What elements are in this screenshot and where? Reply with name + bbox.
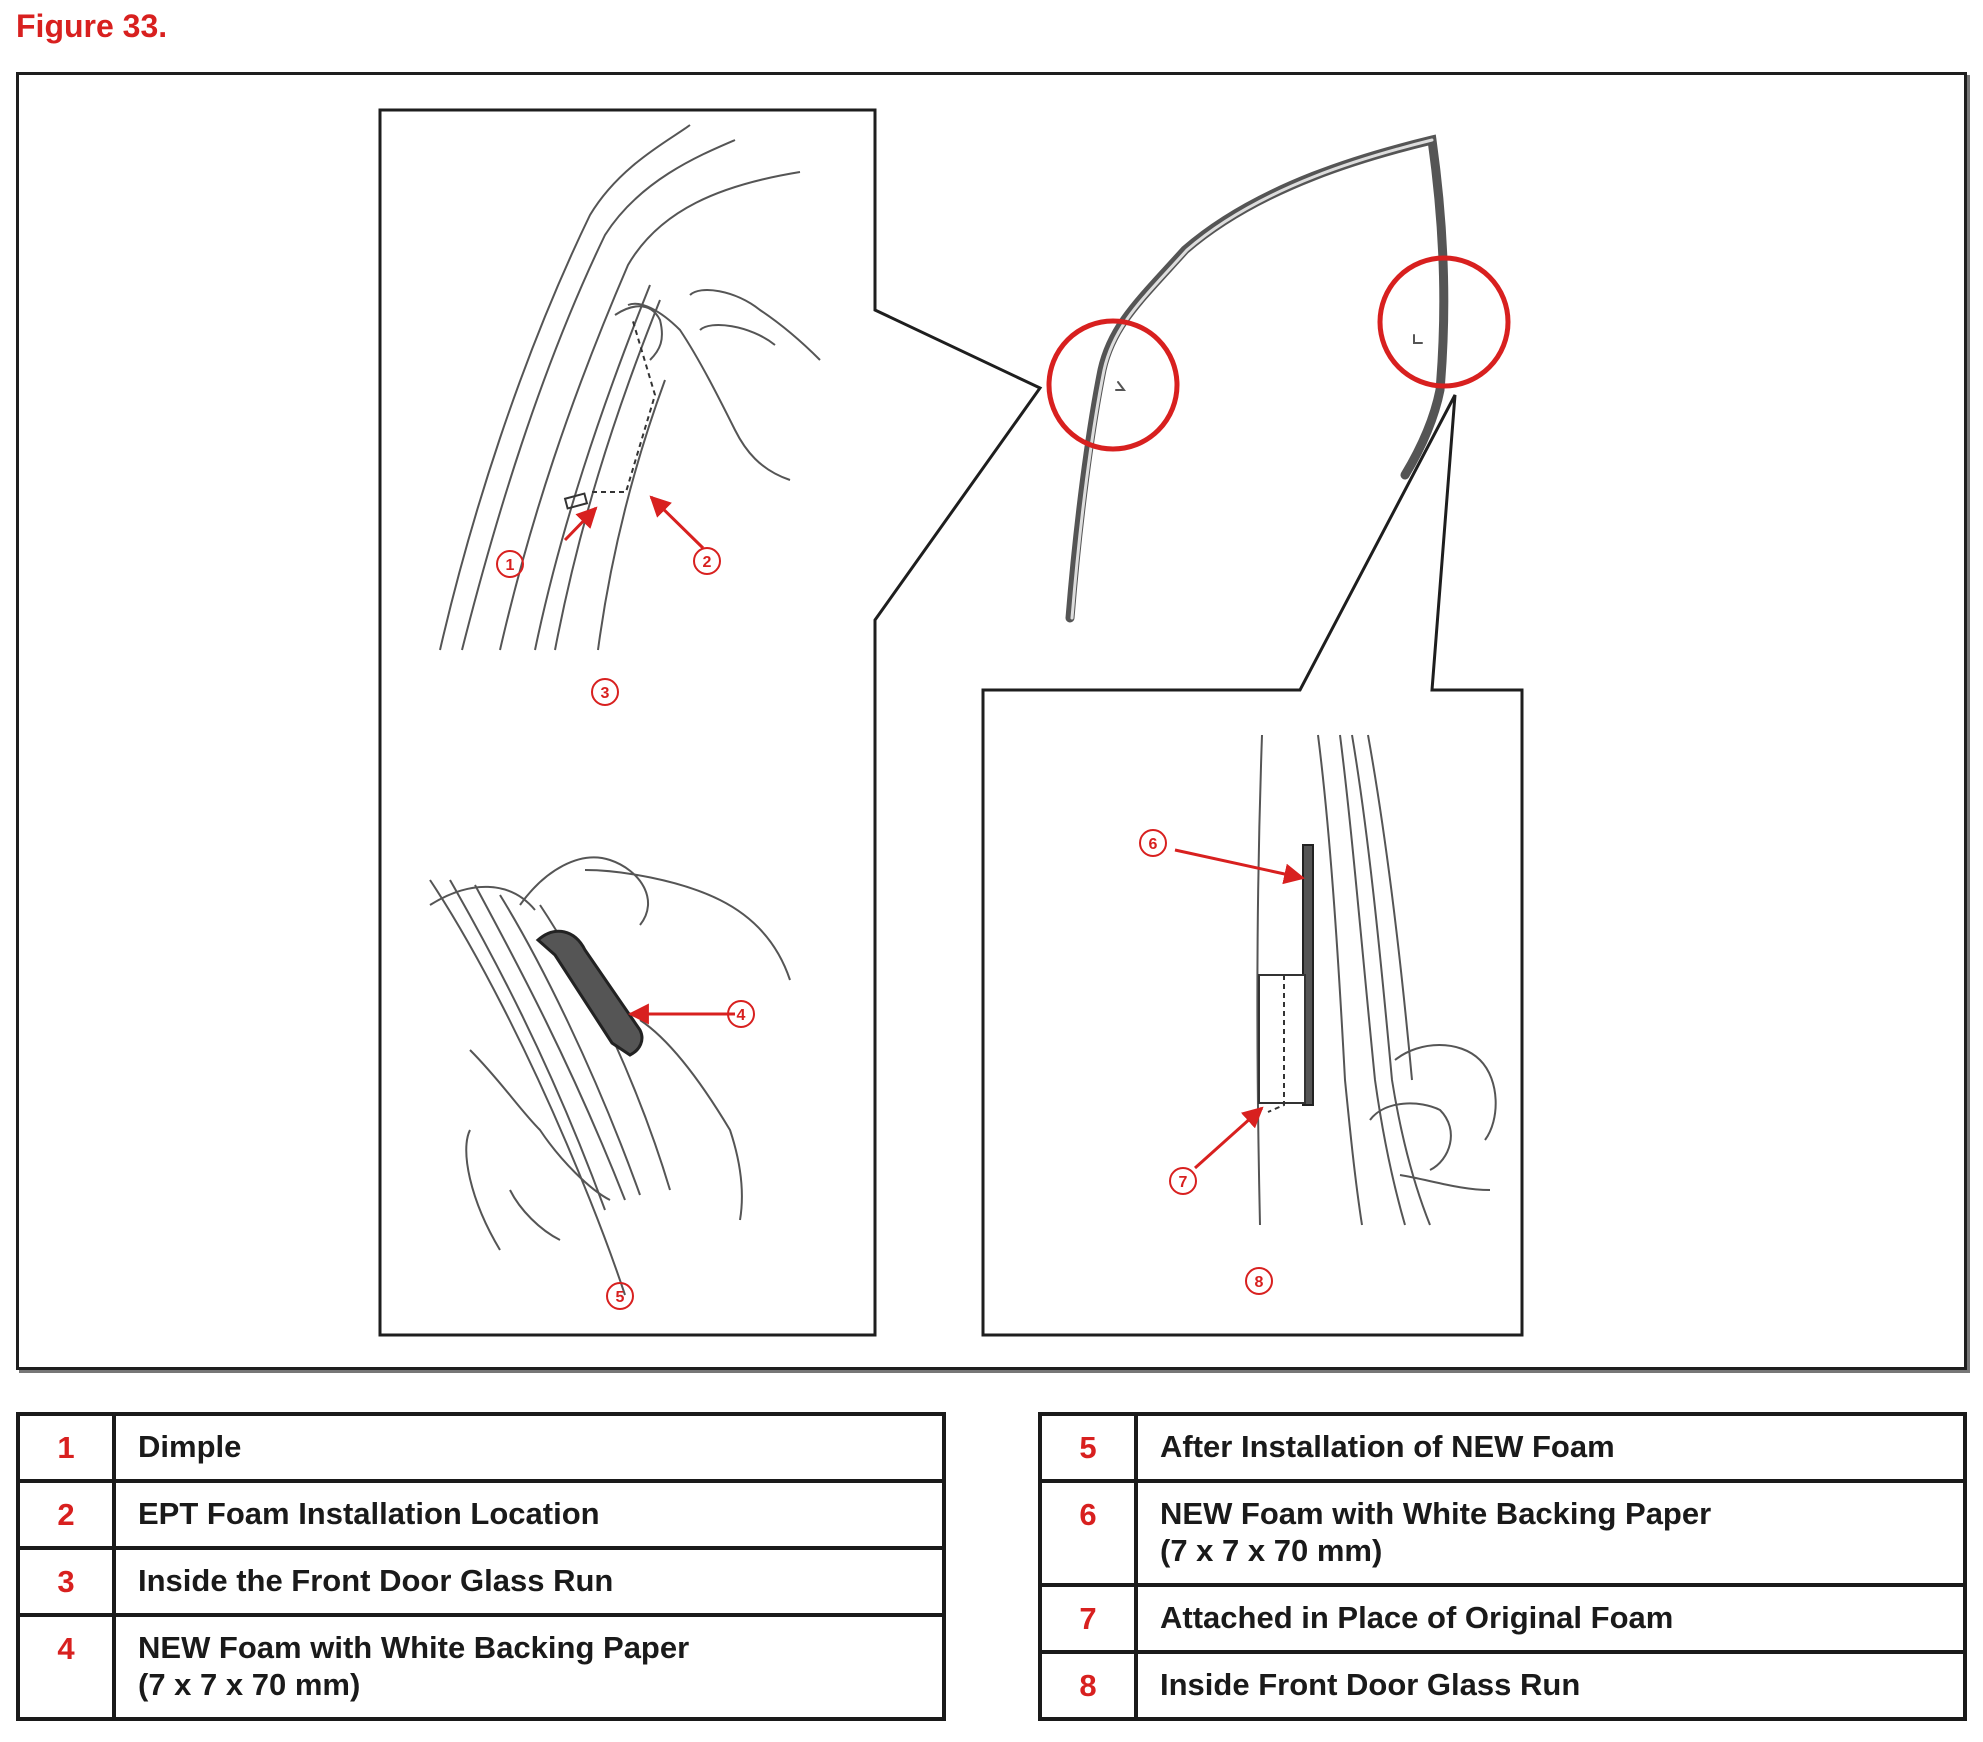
legend-number: 5 xyxy=(1038,1412,1138,1483)
legend-text: Inside Front Door Glass Run xyxy=(1160,1667,1581,1703)
legend-number: 7 xyxy=(1038,1583,1138,1654)
legend-text: NEW Foam with White Backing Paper xyxy=(138,1630,690,1666)
zoom-circle-left xyxy=(1046,318,1180,452)
legend-text-dimensions: (7 x 7 x 70 mm) xyxy=(138,1667,361,1702)
legend-row: 5 After Installation of NEW Foam xyxy=(1038,1412,1967,1483)
legend-row: 7 Attached in Place of Original Foam xyxy=(1038,1583,1967,1654)
callout-1-label: 1 xyxy=(506,557,515,574)
callout-8 xyxy=(1245,1267,1273,1295)
sketch-dimple-location xyxy=(439,124,821,651)
legend-row: 1 Dimple xyxy=(16,1412,946,1483)
callout-8-label: 8 xyxy=(1255,1274,1264,1291)
legend-description: Inside Front Door Glass Run xyxy=(1134,1650,1967,1721)
legend-text: After Installation of NEW Foam xyxy=(1160,1429,1615,1465)
legend-number: 2 xyxy=(16,1479,116,1550)
callout-3 xyxy=(591,678,619,706)
callout-7-label: 7 xyxy=(1179,1174,1188,1191)
legend-row: 2 EPT Foam Installation Location xyxy=(16,1479,946,1550)
new-foam-block xyxy=(535,929,644,1057)
legend-text: NEW Foam with White Backing Paper xyxy=(1160,1496,1712,1532)
legend-description: After Installation of NEW Foam xyxy=(1134,1412,1967,1483)
zoom-circle-right xyxy=(1377,255,1511,389)
callout-6 xyxy=(1139,829,1167,857)
callout-4-label: 4 xyxy=(737,1007,746,1024)
legend-row: 6 NEW Foam with White Backing Paper(7 x … xyxy=(1038,1479,1967,1587)
callout-6-label: 6 xyxy=(1149,836,1158,853)
legend-text: EPT Foam Installation Location xyxy=(138,1496,600,1532)
foam-strip xyxy=(1258,844,1314,1113)
legend-row: 3 Inside the Front Door Glass Run xyxy=(16,1546,946,1617)
callout-7 xyxy=(1169,1167,1197,1195)
legend-number: 3 xyxy=(16,1546,116,1617)
callout-2-label: 2 xyxy=(703,554,712,571)
diagram-illustration: 1 2 3 4 5 6 7 8 xyxy=(378,108,1524,1337)
callout-3-label: 3 xyxy=(601,685,610,702)
legend-description: EPT Foam Installation Location xyxy=(112,1479,946,1550)
legend-number: 8 xyxy=(1038,1650,1138,1721)
detail-panel-left xyxy=(378,108,1043,1337)
legend-description: NEW Foam with White Backing Paper(7 x 7 … xyxy=(112,1613,946,1721)
legend-number: 6 xyxy=(1038,1479,1138,1587)
legend-row: 4 NEW Foam with White Backing Paper(7 x … xyxy=(16,1613,946,1721)
legend-row: 8 Inside Front Door Glass Run xyxy=(1038,1650,1967,1721)
callout-5 xyxy=(606,1282,634,1310)
legend-text: Dimple xyxy=(138,1429,242,1465)
legend-text-dimensions: (7 x 7 x 70 mm) xyxy=(1160,1533,1383,1568)
legend-description: NEW Foam with White Backing Paper(7 x 7 … xyxy=(1134,1479,1967,1587)
callout-1 xyxy=(496,550,524,578)
glass-run-overview xyxy=(1065,134,1449,623)
legend-number: 4 xyxy=(16,1613,116,1721)
legend-table-left: 1 Dimple 2 EPT Foam Installation Locatio… xyxy=(16,1412,946,1721)
legend-number: 1 xyxy=(16,1412,116,1483)
legend-text: Inside the Front Door Glass Run xyxy=(138,1563,614,1599)
legend-description: Attached in Place of Original Foam xyxy=(1134,1583,1967,1654)
callout-5-label: 5 xyxy=(616,1289,625,1306)
legend-text: Attached in Place of Original Foam xyxy=(1160,1600,1674,1636)
detail-panel-right xyxy=(981,394,1524,1337)
legend-description: Dimple xyxy=(112,1412,946,1483)
legend-description: Inside the Front Door Glass Run xyxy=(112,1546,946,1617)
sketch-glass-run-foam xyxy=(1256,734,1497,1226)
callout-4 xyxy=(727,1000,755,1028)
legend-table-right: 5 After Installation of NEW Foam 6 NEW F… xyxy=(1038,1412,1967,1721)
figure-title: Figure 33. xyxy=(16,8,168,44)
callout-2 xyxy=(693,547,721,575)
